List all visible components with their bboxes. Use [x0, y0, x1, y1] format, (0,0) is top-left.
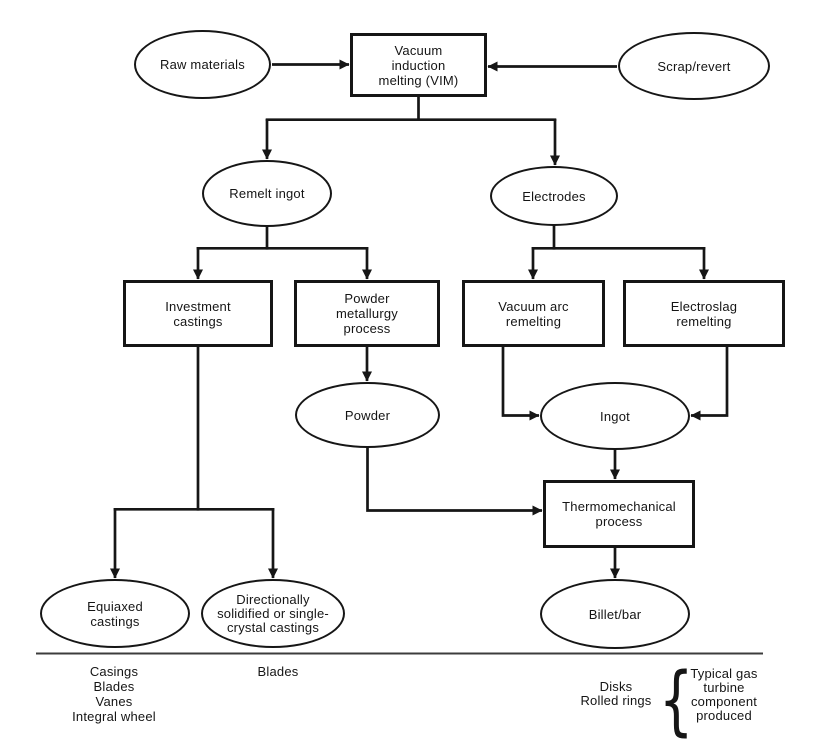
node-vacuum-induction-melting-label: Vacuum induction melting (VIM) [378, 42, 459, 88]
connector-esr-to-ingot [690, 347, 729, 421]
node-powder-metallurgy-process-label: Powder metallurgy process [336, 291, 398, 336]
node-scrap-revert-label: Scrap/revert [657, 58, 731, 74]
node-powder: Powder [295, 382, 440, 448]
node-equiaxed-castings-label: Equiaxed castings [87, 598, 143, 629]
label-ds-products: Blades [257, 664, 299, 679]
node-electrodes: Electrodes [490, 166, 618, 226]
node-powder-label: Powder [344, 407, 391, 423]
node-ingot: Ingot [540, 382, 690, 450]
node-electroslag-remelting: Electroslag remelting [623, 280, 785, 347]
node-remelt-ingot: Remelt ingot [202, 160, 332, 227]
label-typical-component-note: Typical gas turbine component produced [690, 666, 758, 723]
node-billet-bar-label: Billet/bar [588, 606, 642, 622]
node-investment-castings: Investment castings [123, 280, 273, 347]
node-vacuum-induction-melting: Vacuum induction melting (VIM) [350, 33, 487, 97]
node-raw-materials-label: Raw materials [160, 57, 245, 72]
node-thermomechanical-process-label: Thermomechanical process [562, 499, 676, 529]
node-directionally-solidified-castings-label: Directionally solidified or single- crys… [217, 591, 329, 635]
connector-powder-to-thermo [366, 447, 543, 516]
brace: { [658, 655, 694, 744]
connector-var-to-ingot [501, 347, 540, 421]
node-vacuum-arc-remelting: Vacuum arc remelting [462, 280, 605, 347]
node-ingot-label: Ingot [600, 408, 630, 424]
label-wrought-products: Disks Rolled rings [580, 679, 652, 708]
node-investment-castings-label: Investment castings [165, 298, 231, 329]
node-scrap-revert: Scrap/revert [618, 32, 770, 100]
node-electroslag-remelting-label: Electroslag remelting [670, 298, 738, 329]
node-billet-bar: Billet/bar [540, 579, 690, 649]
node-equiaxed-castings: Equiaxed castings [40, 579, 190, 648]
node-vacuum-arc-remelting-label: Vacuum arc remelting [498, 298, 569, 329]
node-thermomechanical-process: Thermomechanical process [543, 480, 695, 548]
node-powder-metallurgy-process: Powder metallurgy process [294, 280, 440, 347]
node-raw-materials: Raw materials [134, 30, 271, 99]
label-investment-products: Casings Blades Vanes Integral wheel [72, 664, 156, 724]
node-electrodes-label: Electrodes [522, 188, 586, 204]
node-directionally-solidified-castings: Directionally solidified or single- crys… [201, 579, 345, 648]
node-remelt-ingot-label: Remelt ingot [229, 186, 305, 201]
